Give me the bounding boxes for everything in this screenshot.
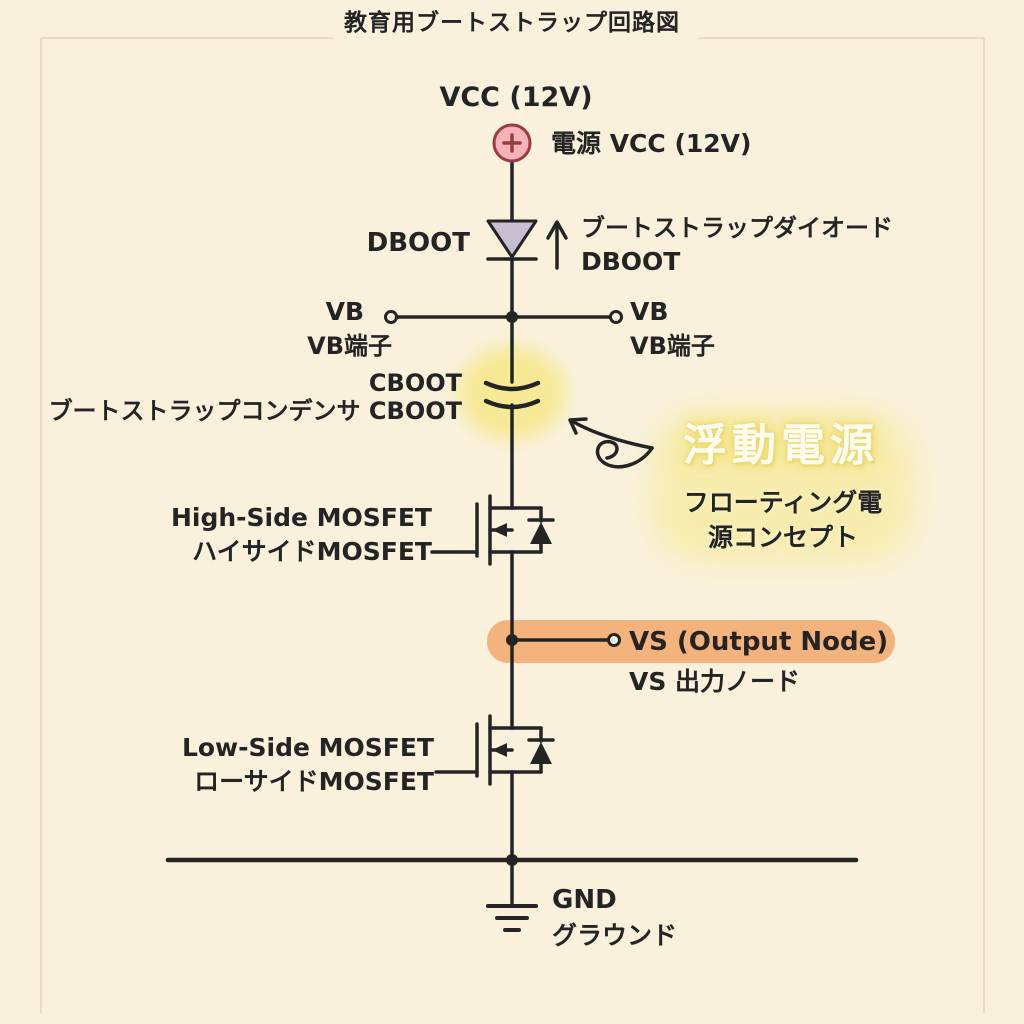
cboot-note: ブートストラップコンデンサ CBOOT — [48, 397, 462, 425]
low-side-label-jp: ローサイドMOSFET — [194, 767, 434, 796]
high-side-mosfet-symbol — [430, 494, 555, 566]
cboot-glow-highlight — [458, 346, 566, 440]
floating-supply-sub1: フローティング電 — [683, 488, 883, 517]
ground-symbol-icon — [486, 904, 538, 932]
cboot-label: CBOOT — [368, 369, 462, 397]
floating-supply-sub2: 源コンセプト — [707, 523, 859, 552]
vs-sub: VS 出力ノード — [629, 667, 801, 696]
vb-right-label: VB — [630, 297, 669, 326]
gnd-sub: グラウンド — [552, 921, 678, 950]
vs-terminal — [607, 633, 621, 647]
high-side-label-jp: ハイサイドMOSFET — [192, 537, 432, 566]
ground-node-dot — [506, 854, 518, 866]
gnd-label: GND — [552, 885, 617, 915]
vb-left-terminal — [384, 310, 398, 324]
low-side-mosfet-symbol — [434, 714, 555, 786]
main-wire — [395, 159, 612, 905]
vcc-terminal — [492, 123, 532, 163]
vb-left-sub: VB端子 — [307, 332, 392, 360]
vb-right-terminal — [609, 310, 623, 324]
floating-supply-title: 浮動電源 — [683, 420, 879, 471]
floating-supply-glow — [652, 412, 914, 562]
dboot-label: DBOOT — [366, 228, 470, 258]
vb-node-dot — [506, 311, 518, 323]
vs-highlight-band — [487, 620, 895, 663]
page-title: 教育用ブートストラップ回路図 — [344, 10, 680, 36]
vs-node-dot — [506, 634, 518, 646]
vb-left-label: VB — [325, 297, 364, 326]
high-side-label-en: High-Side MOSFET — [170, 503, 432, 532]
vb-right-sub: VB端子 — [630, 332, 715, 360]
annotation-arrow-icon — [568, 417, 654, 469]
vs-label: VS (Output Node) — [629, 627, 889, 657]
bootstrap-diode-symbol — [486, 219, 538, 261]
current-direction-arrow-icon — [546, 220, 568, 270]
page-border — [40, 37, 985, 1013]
cboot-capacitor-symbol — [483, 380, 541, 410]
vcc-label: VCC (12V) — [439, 82, 593, 113]
low-side-label-en: Low-Side MOSFET — [181, 733, 434, 762]
low-side-body-diode — [510, 726, 555, 774]
vcc-note: 電源 VCC (12V) — [551, 129, 752, 158]
diode-note-line2: DBOOT — [581, 247, 681, 276]
diode-note-line1: ブートストラップダイオード — [581, 214, 893, 242]
high-side-body-diode — [510, 506, 555, 554]
